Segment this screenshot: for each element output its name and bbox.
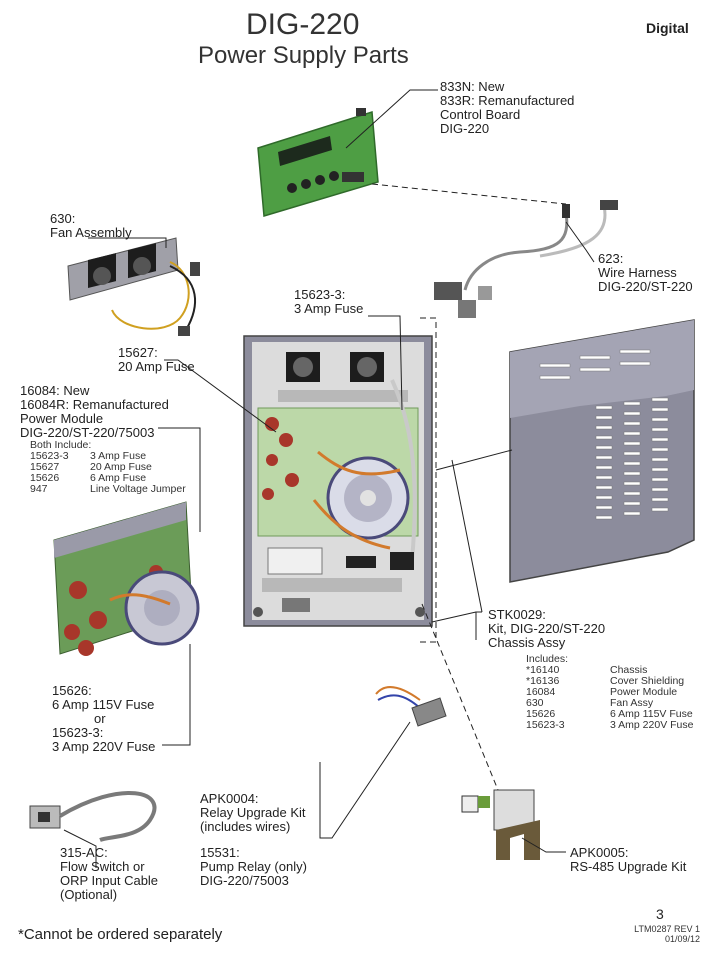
page-number: 3 (656, 906, 664, 922)
label-fan-assembly: 630: Fan Assembly (50, 211, 132, 240)
page-subtitle: Power Supply Parts (198, 42, 409, 69)
revision-code: LTM0287 REV 1 (634, 924, 700, 934)
leader-lines (63, 89, 595, 868)
fan-assembly-illustration (67, 237, 200, 336)
kit-includes-heading: Includes: (526, 653, 569, 665)
label-wire-harness: 623: Wire Harness DIG-220/ST-220 (598, 251, 693, 294)
label-fuse-3amp: 15623-3: 3 Amp Fuse (294, 287, 364, 316)
label-chassis-kit: STK0029: Kit, DIG-220/ST-220 Chassis Ass… (488, 607, 606, 650)
label-flow-switch: 315-AC: Flow Switch or ORP Input Cable (… (60, 845, 159, 902)
cover-shielding-illustration (509, 319, 695, 583)
both-include-heading: Both Include: (30, 439, 92, 451)
page-title: DIG-220 (246, 8, 360, 41)
wire-harness-illustration (434, 200, 618, 318)
label-pump-relay: 15531: Pump Relay (only) DIG-220/75003 (200, 845, 307, 888)
dashed-guide-lines (371, 183, 567, 791)
revision-date: 01/09/12 (664, 934, 700, 944)
label-relay-kit: APK0004: Relay Upgrade Kit (includes wir… (200, 791, 306, 834)
label-control-board: 833N: New 833R: Remanufactured Control B… (440, 79, 575, 136)
main-chassis-illustration (243, 335, 433, 627)
label-fuse-6amp: 15626: 6 Amp 115V Fuse or 15623-3: 3 Amp… (52, 683, 156, 754)
control-board-illustration (257, 108, 379, 217)
flow-switch-cable-illustration (29, 790, 157, 842)
power-module-illustration (53, 501, 200, 656)
revision-block: LTM0287 REV 1 01/09/12 (618, 924, 700, 944)
rs485-kit-illustration (461, 789, 540, 860)
label-fuse-20amp: 15627: 20 Amp Fuse (118, 345, 195, 374)
label-power-module: 16084: New 16084R: Remanufactured Power … (20, 383, 169, 440)
digital-badge: Digital (646, 20, 689, 36)
label-rs485-kit: APK0005: RS-485 Upgrade Kit (570, 845, 687, 874)
footnote: *Cannot be ordered separately (18, 926, 223, 943)
relay-kit-illustration (375, 686, 447, 727)
